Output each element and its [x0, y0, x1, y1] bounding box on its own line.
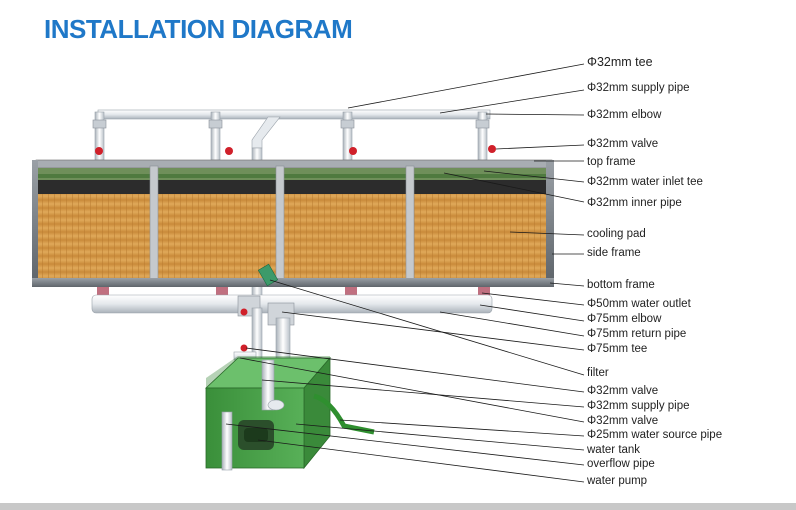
label-supply-pipe-32: Φ32mm supply pipe — [587, 82, 690, 94]
cooling-pads — [36, 194, 552, 278]
leader-lines — [225, 63, 585, 483]
label-filter: filter — [587, 367, 609, 379]
label-side-frame: side frame — [587, 247, 641, 259]
top-frame — [35, 159, 553, 194]
water-outlets — [97, 287, 490, 297]
tank-pipes — [221, 359, 375, 471]
supply-pipe-down — [233, 307, 263, 379]
label-water-outlet-50: Φ50mm water outlet — [587, 298, 691, 310]
label-water-source-pipe-25: Φ25mm water source pipe — [587, 429, 723, 441]
label-tee-32: Φ32mm tee — [587, 55, 653, 69]
label-elbow-32: Φ32mm elbow — [587, 109, 662, 121]
valve-icon — [95, 145, 496, 155]
label-valve-32-c: Φ32mm valve — [587, 415, 659, 427]
water-pump — [238, 420, 274, 450]
return-pipe — [91, 294, 493, 373]
filter — [257, 263, 279, 287]
label-bottom-frame: bottom frame — [587, 279, 655, 291]
label-water-pump: water pump — [587, 475, 648, 487]
label-water-inlet-tee: Φ32mm water inlet tee — [587, 176, 703, 188]
label-cooling-pad: cooling pad — [587, 228, 646, 240]
label-supply-pipe-32-b: Φ32mm supply pipe — [587, 400, 690, 412]
bottom-frame — [32, 278, 554, 287]
label-tee-75: Φ75mm tee — [587, 343, 648, 355]
bottom-divider — [0, 503, 796, 510]
label-overflow-pipe: overflow pipe — [587, 458, 655, 470]
label-water-tank: water tank — [587, 444, 641, 456]
label-elbow-75: Φ75mm elbow — [587, 313, 662, 325]
label-top-frame: top frame — [587, 156, 636, 168]
label-inner-pipe: Φ32mm inner pipe — [587, 197, 682, 209]
diagram-title: INSTALLATION DIAGRAM — [44, 14, 353, 44]
label-valve-32-b: Φ32mm valve — [587, 385, 659, 397]
label-return-pipe-75: Φ75mm return pipe — [587, 328, 687, 340]
label-valve-32: Φ32mm valve — [587, 138, 659, 150]
